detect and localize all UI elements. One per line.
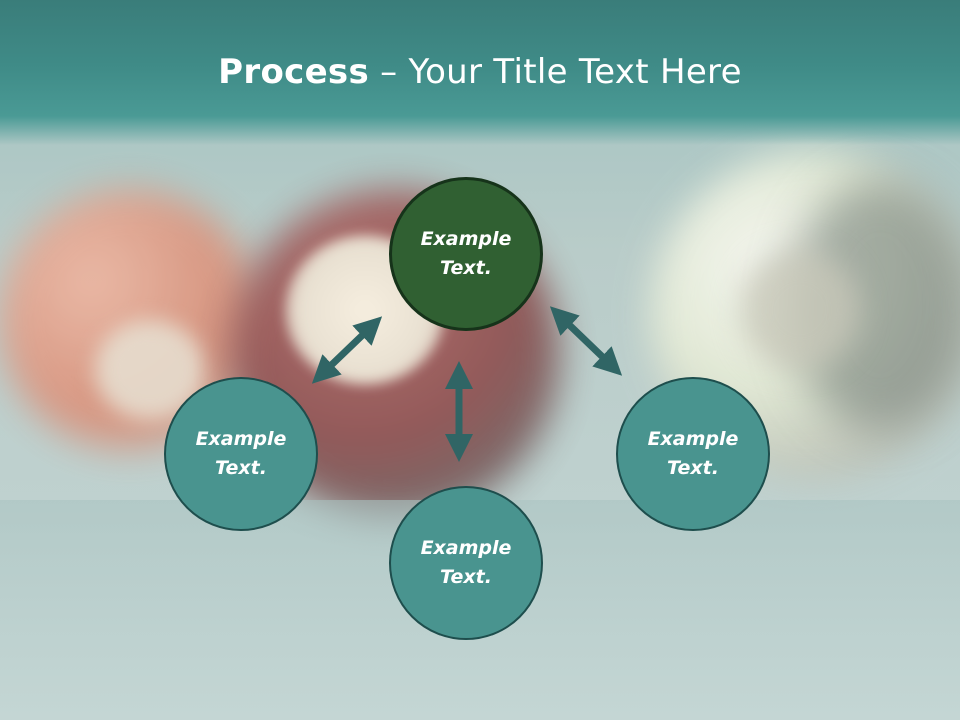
node-left: Example Text.: [164, 377, 318, 531]
slide-title: Process – Your Title Text Here: [0, 52, 960, 92]
node-right-label: Example Text.: [647, 428, 739, 479]
node-right: Example Text.: [616, 377, 770, 531]
node-top-label: Example Text.: [420, 228, 512, 279]
node-top: Example Text.: [389, 177, 543, 331]
arrow-top-left: [311, 316, 383, 384]
background-ball-right-number: [740, 250, 860, 370]
arrow-top-right: [549, 306, 623, 376]
header-band: [0, 0, 960, 145]
node-bottom: Example Text.: [389, 486, 543, 640]
title-bold: Process: [218, 52, 370, 92]
node-bottom-label: Example Text.: [420, 537, 512, 588]
title-rest: – Your Title Text Here: [369, 52, 742, 92]
node-left-label: Example Text.: [195, 428, 287, 479]
